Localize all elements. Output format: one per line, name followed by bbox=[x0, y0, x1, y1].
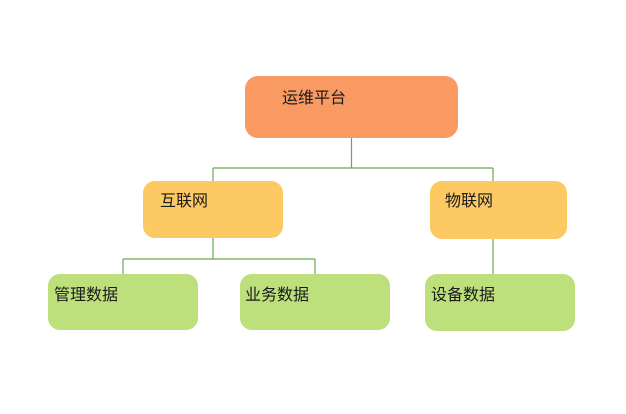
node-management-data-label: 管理数据 bbox=[54, 287, 119, 304]
node-iot-label: 物联网 bbox=[445, 193, 494, 210]
node-management-data: 管理数据 bbox=[48, 274, 198, 330]
node-device-data-label: 设备数据 bbox=[431, 287, 496, 304]
node-iot: 物联网 bbox=[430, 181, 567, 239]
node-device-data: 设备数据 bbox=[425, 274, 575, 331]
node-business-data-label: 业务数据 bbox=[245, 287, 310, 304]
node-ops-platform: 运维平台 bbox=[245, 76, 458, 138]
node-internet: 互联网 bbox=[143, 181, 283, 238]
node-internet-label: 互联网 bbox=[160, 193, 209, 210]
node-business-data: 业务数据 bbox=[240, 274, 390, 330]
node-ops-platform-label: 运维平台 bbox=[282, 90, 347, 107]
